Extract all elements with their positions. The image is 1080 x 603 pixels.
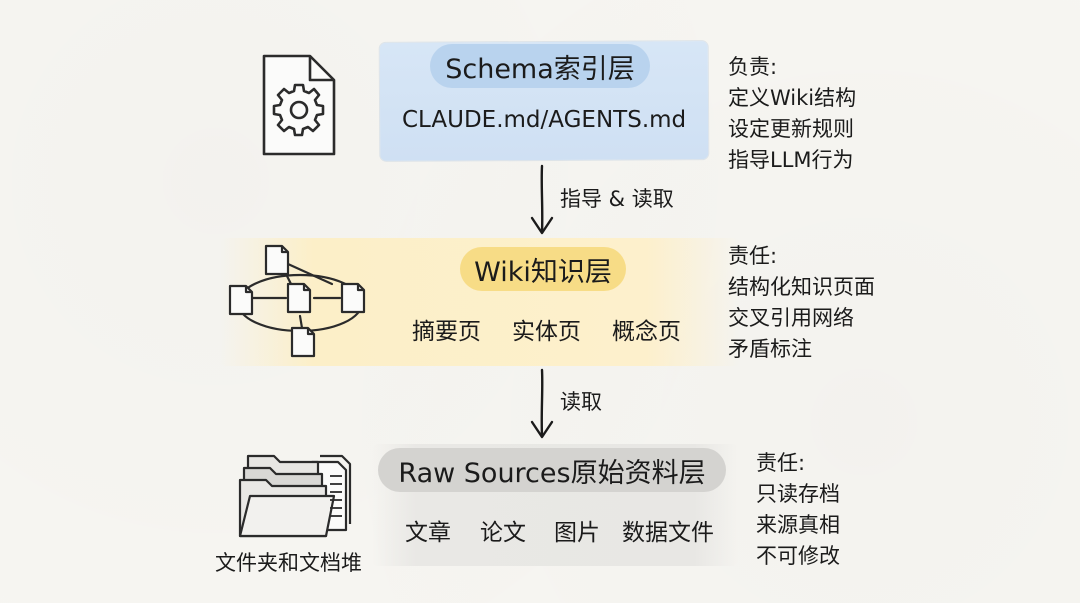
arrow-down-icon bbox=[530, 368, 554, 439]
schema-resp-item: 定义Wiki结构 bbox=[728, 86, 857, 110]
folder-stack-icon bbox=[238, 454, 352, 538]
schema-layer-files: CLAUDE.md/AGENTS.md bbox=[402, 107, 687, 133]
raw-resp-heading: 责任: bbox=[756, 451, 806, 475]
raw-resp-item: 只读存档 bbox=[756, 482, 840, 506]
schema-resp-list: 负责: 定义Wiki结构 设定更新规则 指导LLM行为 bbox=[728, 52, 856, 176]
raw-source-article: 文章 bbox=[405, 520, 451, 546]
raw-resp-item: 不可修改 bbox=[756, 544, 840, 568]
schema-resp-item: 指导LLM行为 bbox=[728, 148, 854, 172]
wiki-resp-item: 交叉引用网络 bbox=[728, 306, 854, 330]
gear-document-icon bbox=[262, 54, 336, 156]
wiki-page-concept: 概念页 bbox=[612, 319, 681, 345]
raw-resp-list: 责任: 只读存档 来源真相 不可修改 bbox=[756, 448, 840, 572]
wiki-resp-item: 矛盾标注 bbox=[728, 337, 812, 361]
arrow-down-icon bbox=[530, 164, 554, 235]
wiki-layer-title: Wiki知识层 bbox=[460, 247, 626, 291]
raw-resp-item: 来源真相 bbox=[756, 513, 840, 537]
raw-icon-caption: 文件夹和文档堆 bbox=[215, 551, 362, 575]
wiki-resp-list: 责任: 结构化知识页面 交叉引用网络 矛盾标注 bbox=[728, 241, 875, 365]
schema-resp-item: 设定更新规则 bbox=[728, 117, 854, 141]
raw-layer-title: Raw Sources原始资料层 bbox=[378, 448, 726, 492]
schema-layer-title: Schema索引层 bbox=[430, 44, 650, 88]
arrow-2-label: 读取 bbox=[560, 390, 602, 414]
raw-source-image: 图片 bbox=[554, 520, 600, 546]
wiki-resp-item: 结构化知识页面 bbox=[728, 275, 875, 299]
wiki-resp-heading: 责任: bbox=[728, 244, 778, 268]
raw-source-datafile: 数据文件 bbox=[622, 520, 714, 546]
wiki-page-entity: 实体页 bbox=[512, 319, 581, 345]
wiki-page-summary: 摘要页 bbox=[412, 319, 481, 345]
document-network-icon bbox=[228, 244, 366, 358]
arrow-1-label: 指导 & 读取 bbox=[560, 187, 674, 211]
raw-source-paper: 论文 bbox=[480, 520, 526, 546]
schema-resp-heading: 负责: bbox=[728, 55, 778, 79]
